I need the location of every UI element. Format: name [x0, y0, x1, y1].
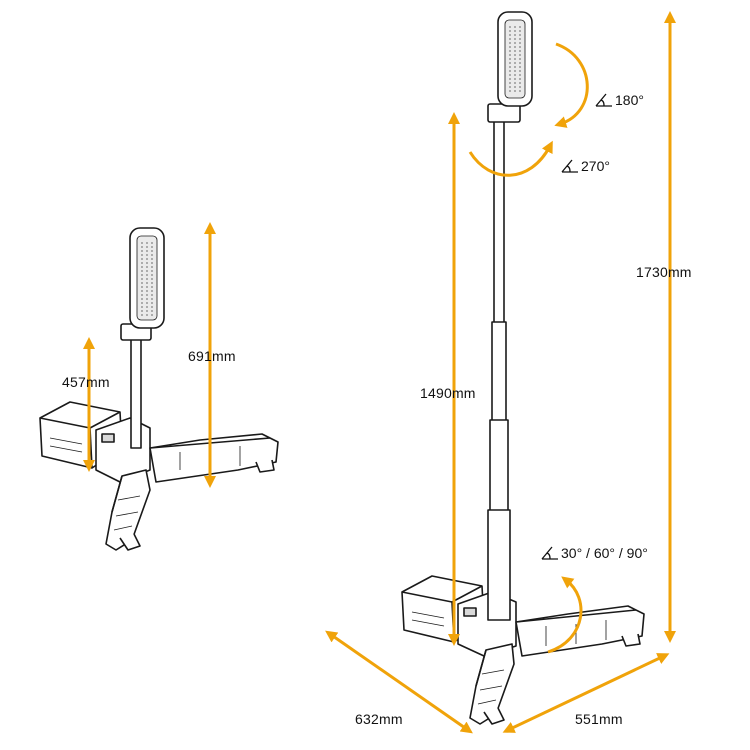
angle-icon [541, 546, 558, 560]
depth-label: 632mm [355, 711, 403, 727]
head-rotation-annotation: 270° [560, 158, 610, 174]
compact-height-label: 691mm [188, 348, 236, 364]
extended-work-light-drawing [401, 11, 645, 725]
leg-angle-annotation: 30° / 60° / 90° [540, 545, 648, 561]
head-tilt-label: 180° [615, 92, 644, 108]
angle-icon [561, 159, 578, 173]
width-arrow [502, 653, 670, 733]
total-height-label: 1730mm [636, 264, 692, 280]
head-tilt-annotation: 180° [594, 92, 644, 108]
leg-angle-label: 30° / 60° / 90° [561, 545, 648, 561]
head-tilt-arc [554, 42, 589, 128]
depth-arrow [325, 630, 473, 734]
head-rotation-label: 270° [581, 158, 610, 174]
head-rotation-arc [468, 140, 553, 177]
leg-angle-arc [547, 576, 583, 654]
mast-height-label: 1490mm [420, 385, 476, 401]
angle-icon [595, 93, 612, 107]
folded-height-label: 457mm [62, 374, 110, 390]
width-label: 551mm [575, 711, 623, 727]
